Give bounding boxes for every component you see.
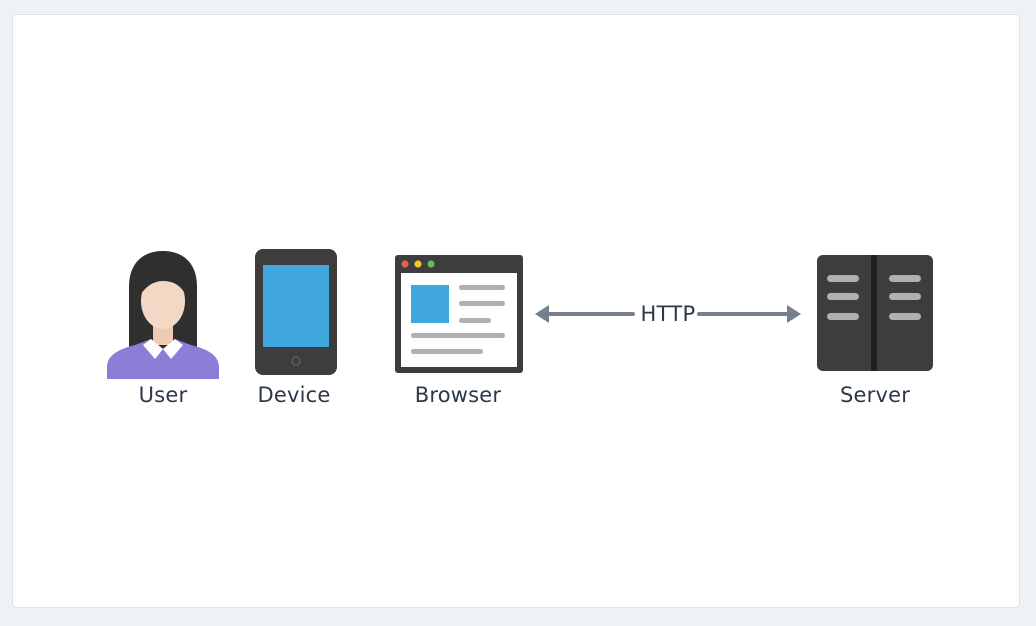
node-user-label: User xyxy=(138,383,188,407)
node-server-label: Server xyxy=(839,383,911,407)
node-user: User xyxy=(105,251,221,411)
node-browser-label: Browser xyxy=(414,383,502,407)
browser-window-icon xyxy=(395,255,523,373)
node-browser: Browser xyxy=(393,251,523,411)
http-label: HTTP xyxy=(640,302,696,326)
tablet-icon xyxy=(255,249,337,375)
user-icon xyxy=(107,251,219,379)
node-device: Device xyxy=(249,249,339,411)
http-connection: HTTP xyxy=(535,297,801,331)
diagram-canvas: User Device Browser xyxy=(12,14,1020,608)
server-icon xyxy=(817,255,933,371)
node-server: Server xyxy=(813,251,937,411)
node-device-label: Device xyxy=(257,383,331,407)
double-arrow-icon xyxy=(535,305,801,323)
